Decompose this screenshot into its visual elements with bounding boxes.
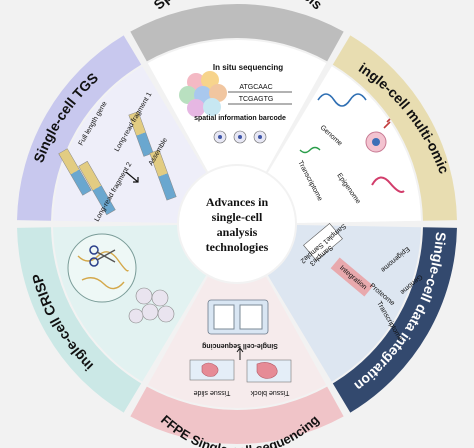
- cell-protein-icon: [365, 118, 391, 153]
- dna-strand-icon: [77, 251, 129, 290]
- center-line-3: analysis: [217, 225, 258, 239]
- center-circle: [179, 166, 295, 282]
- multiomics-panel: [267, 66, 421, 223]
- ffpe-ring-band: [130, 386, 344, 444]
- gene-tube-2: [78, 160, 116, 216]
- crispr-content: [67, 233, 175, 324]
- gene-tube-1: [58, 148, 92, 196]
- seq-label: Single-cell sequencing: [202, 342, 278, 349]
- cell-icon: [67, 233, 137, 303]
- barcode-label: spatial information barcode: [194, 115, 286, 122]
- cell-cluster-icon: [179, 71, 227, 117]
- spatial-panel: [147, 39, 327, 172]
- integration-ring-band: [332, 227, 457, 413]
- dna-helix-icon: [317, 93, 367, 107]
- integration-panel: [267, 225, 421, 382]
- tissue-slide-label: Tissue slide: [194, 389, 231, 396]
- cell-population-icon: [128, 287, 175, 324]
- tgs-ring-band: [17, 35, 142, 221]
- tissue-slide-icon: [189, 359, 235, 381]
- sequence-1: ATGCAAC: [239, 84, 272, 91]
- rna-strand-icon: [299, 146, 321, 154]
- gene-tube-3: [128, 111, 154, 157]
- barcode-dots-icon: [213, 130, 267, 144]
- tissue-block-icon: [246, 359, 292, 383]
- chromatin-icon: [371, 176, 405, 193]
- in-situ-label: In situ sequencing: [213, 63, 283, 72]
- sequence-2: TCGAGTG: [239, 96, 274, 103]
- outer-ring: [17, 4, 457, 444]
- sample-box: [303, 222, 343, 262]
- multiomics-ring-band: [332, 35, 457, 221]
- gene-tube-4: [149, 149, 177, 201]
- ffpe-content: Single-cell sequencing Tissue slide Tiss…: [189, 299, 292, 396]
- scissors-icon: [89, 245, 116, 267]
- spatial-ring-band: [130, 4, 344, 62]
- assemble-arrow-icon: [125, 171, 139, 183]
- up-arrow-icon: [236, 347, 244, 360]
- center-line-1: Advances in: [206, 195, 269, 209]
- tissue-block-label: Tissue block: [250, 389, 289, 396]
- center-line-2: single-cell: [212, 210, 263, 224]
- center-line-4: technologies: [206, 240, 269, 254]
- crispr-ring-band: [17, 227, 142, 413]
- integration-box: [330, 257, 374, 297]
- spatial-content: In situ sequencing ATGCAAC TCGAGTG spati…: [179, 63, 292, 144]
